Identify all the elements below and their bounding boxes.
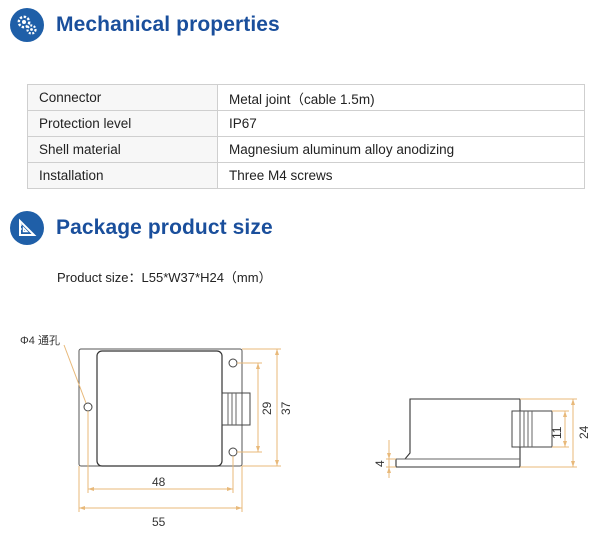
ruler-triangle-icon bbox=[10, 211, 44, 245]
mechanical-properties-header: Mechanical properties bbox=[10, 8, 280, 42]
property-value: IP67 bbox=[217, 110, 585, 137]
gears-icon bbox=[10, 8, 44, 42]
property-label: Shell material bbox=[27, 136, 218, 163]
top-view bbox=[63, 344, 251, 467]
side-dimension-arrows bbox=[387, 399, 575, 473]
table-row: Protection level IP67 bbox=[27, 110, 585, 137]
mounting-hole bbox=[228, 447, 238, 457]
table-row: Connector Metal joint（cable 1.5m) bbox=[27, 84, 585, 111]
table-row: Shell material Magnesium aluminum alloy … bbox=[27, 136, 585, 163]
property-label: Connector bbox=[27, 84, 218, 111]
mounting-hole bbox=[228, 358, 238, 368]
side-body bbox=[395, 398, 521, 468]
property-value: Magnesium aluminum alloy anodizing bbox=[217, 136, 585, 163]
sensor-body bbox=[96, 350, 223, 467]
dim-label-29: 29 bbox=[260, 401, 274, 415]
mounting-flange bbox=[78, 348, 243, 467]
property-label: Installation bbox=[27, 162, 218, 189]
dim-label-37: 37 bbox=[279, 401, 293, 415]
dim-label-48: 48 bbox=[152, 475, 166, 489]
dim-label-11: 11 bbox=[550, 426, 564, 439]
properties-table: Connector Metal joint（cable 1.5m) Protec… bbox=[27, 84, 585, 189]
mounting-hole bbox=[83, 402, 93, 412]
table-row: Installation Three M4 screws bbox=[27, 162, 585, 189]
dim-label-24: 24 bbox=[577, 425, 591, 439]
dimension-arrows bbox=[79, 349, 279, 510]
section-title-package: Package product size bbox=[56, 216, 273, 239]
package-size-header: Package product size bbox=[10, 211, 273, 245]
hole-label: Φ4 通孔 bbox=[20, 334, 60, 347]
dimension-lines bbox=[78, 348, 281, 512]
section-title-mechanical: Mechanical properties bbox=[56, 13, 280, 36]
property-value: Three M4 screws bbox=[217, 162, 585, 189]
product-size-text: Product size：L55*W37*H24（mm） bbox=[57, 270, 272, 285]
side-view bbox=[395, 398, 553, 468]
dim-label-4: 4 bbox=[373, 460, 387, 467]
property-label: Protection level bbox=[27, 110, 218, 137]
dim-label-55: 55 bbox=[152, 515, 166, 529]
property-value: Metal joint（cable 1.5m) bbox=[217, 84, 585, 111]
